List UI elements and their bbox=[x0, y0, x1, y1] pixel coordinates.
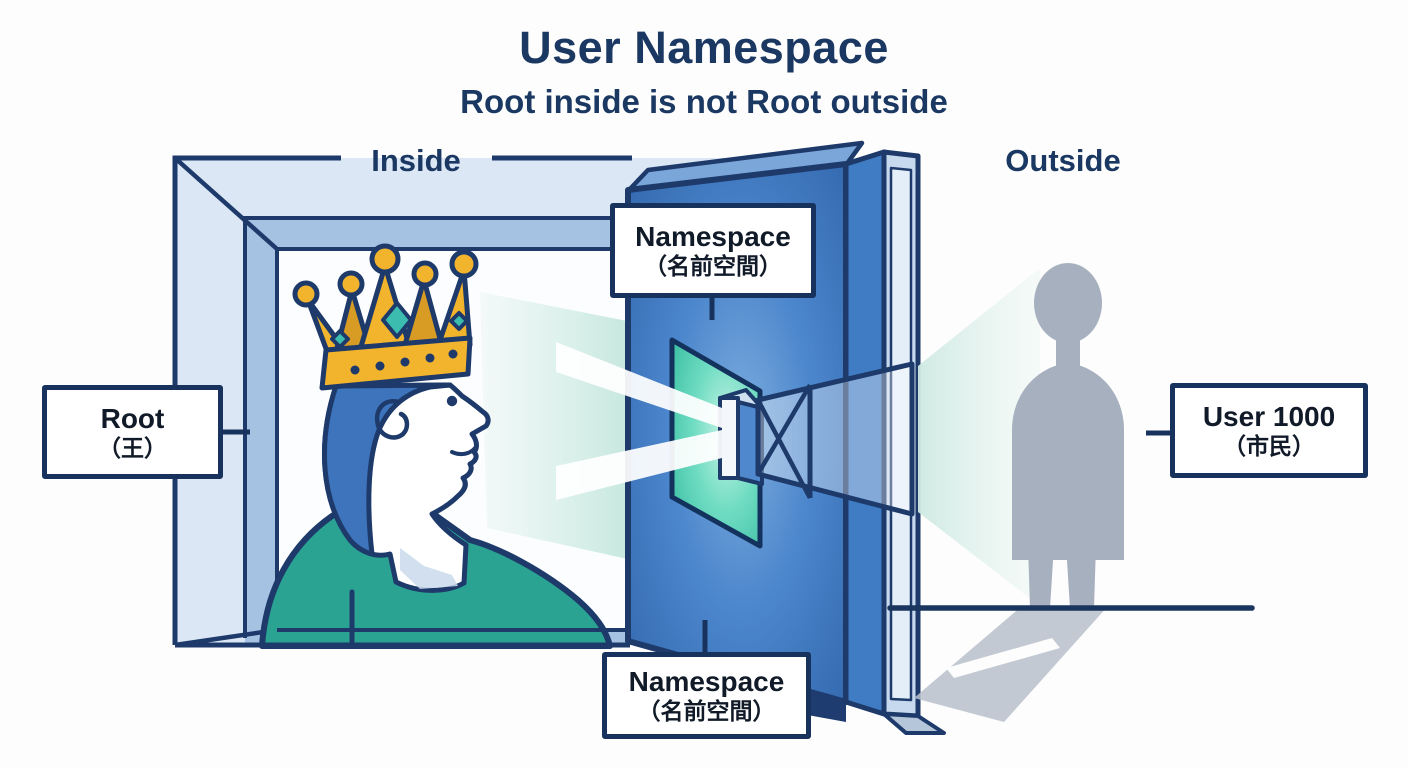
user1000-label-en: User 1000 bbox=[1202, 401, 1336, 433]
silhouette-right-leg bbox=[1066, 545, 1096, 608]
door bbox=[625, 140, 865, 722]
crown-ball-1 bbox=[292, 280, 320, 308]
beam-upper-bar bbox=[556, 342, 722, 428]
crown-gem-right bbox=[449, 311, 469, 331]
door-frame-jamb-panel bbox=[889, 166, 913, 702]
namespace-top-label-en: Namespace bbox=[635, 221, 791, 253]
crown-gems bbox=[330, 301, 469, 349]
user-silhouette bbox=[1012, 263, 1124, 608]
outside-light-beam bbox=[918, 268, 1040, 606]
crown-ball-2 bbox=[337, 270, 365, 298]
silhouette-head bbox=[1034, 263, 1102, 343]
crown bbox=[292, 243, 479, 391]
room-corner-diagonal-top bbox=[173, 156, 279, 251]
crown-ball-5 bbox=[449, 249, 479, 279]
white-light-beam bbox=[556, 342, 722, 500]
king-figure bbox=[259, 243, 613, 649]
cast-shadow-gap bbox=[946, 638, 1060, 678]
namespace-bottom-label-box: Namespace （名前空間） bbox=[602, 652, 811, 739]
silhouette-torso bbox=[1012, 364, 1124, 560]
door-frame-base bbox=[882, 712, 946, 735]
king-hair bbox=[322, 382, 453, 557]
root-label-en: Root bbox=[100, 402, 165, 434]
silhouette-left-leg bbox=[1028, 545, 1054, 608]
king-hair-curl bbox=[374, 398, 410, 440]
crown-band bbox=[319, 335, 473, 391]
crown-gem-center bbox=[381, 301, 413, 339]
namespace-top-label-jp: （名前空間） bbox=[644, 253, 782, 280]
outside-region-label: Outside bbox=[1005, 143, 1121, 178]
outside-user bbox=[914, 263, 1124, 722]
inside-region-label: Inside bbox=[371, 143, 461, 178]
crown-band-dots bbox=[350, 349, 458, 375]
king-neck-shadow bbox=[400, 548, 458, 589]
user1000-label-box: User 1000 （市民） bbox=[1170, 383, 1368, 478]
namespace-bottom-label-en: Namespace bbox=[628, 666, 785, 698]
door-bottom-corner bbox=[802, 688, 846, 722]
king-eye bbox=[446, 395, 458, 407]
beam-lower-bar bbox=[556, 430, 722, 500]
user1000-label-jp: （市民） bbox=[1223, 433, 1315, 460]
root-label-box: Root （王） bbox=[42, 385, 223, 479]
silhouette-neck bbox=[1056, 336, 1080, 368]
peephole-front-face bbox=[718, 396, 740, 480]
inside-light-cone bbox=[480, 292, 632, 560]
king-mouth bbox=[450, 446, 477, 457]
door-frame bbox=[843, 149, 946, 735]
horn-cross-braces bbox=[756, 383, 812, 500]
namespace-bottom-label-jp: （名前空間） bbox=[637, 698, 776, 725]
root-label-jp: （王） bbox=[98, 434, 167, 461]
crown-ball-3 bbox=[369, 243, 401, 275]
page-title: User Namespace bbox=[519, 22, 889, 73]
crown-ball-4 bbox=[411, 260, 439, 288]
projection-horn bbox=[755, 361, 915, 517]
page-subtitle: Root inside is not Root outside bbox=[460, 83, 948, 120]
cast-shadow bbox=[914, 606, 1108, 722]
crown-gem-left bbox=[330, 329, 350, 349]
namespace-top-label-box: Namespace （名前空間） bbox=[610, 203, 816, 298]
room-floor-lines bbox=[175, 628, 630, 648]
label-connectors bbox=[222, 296, 1172, 654]
